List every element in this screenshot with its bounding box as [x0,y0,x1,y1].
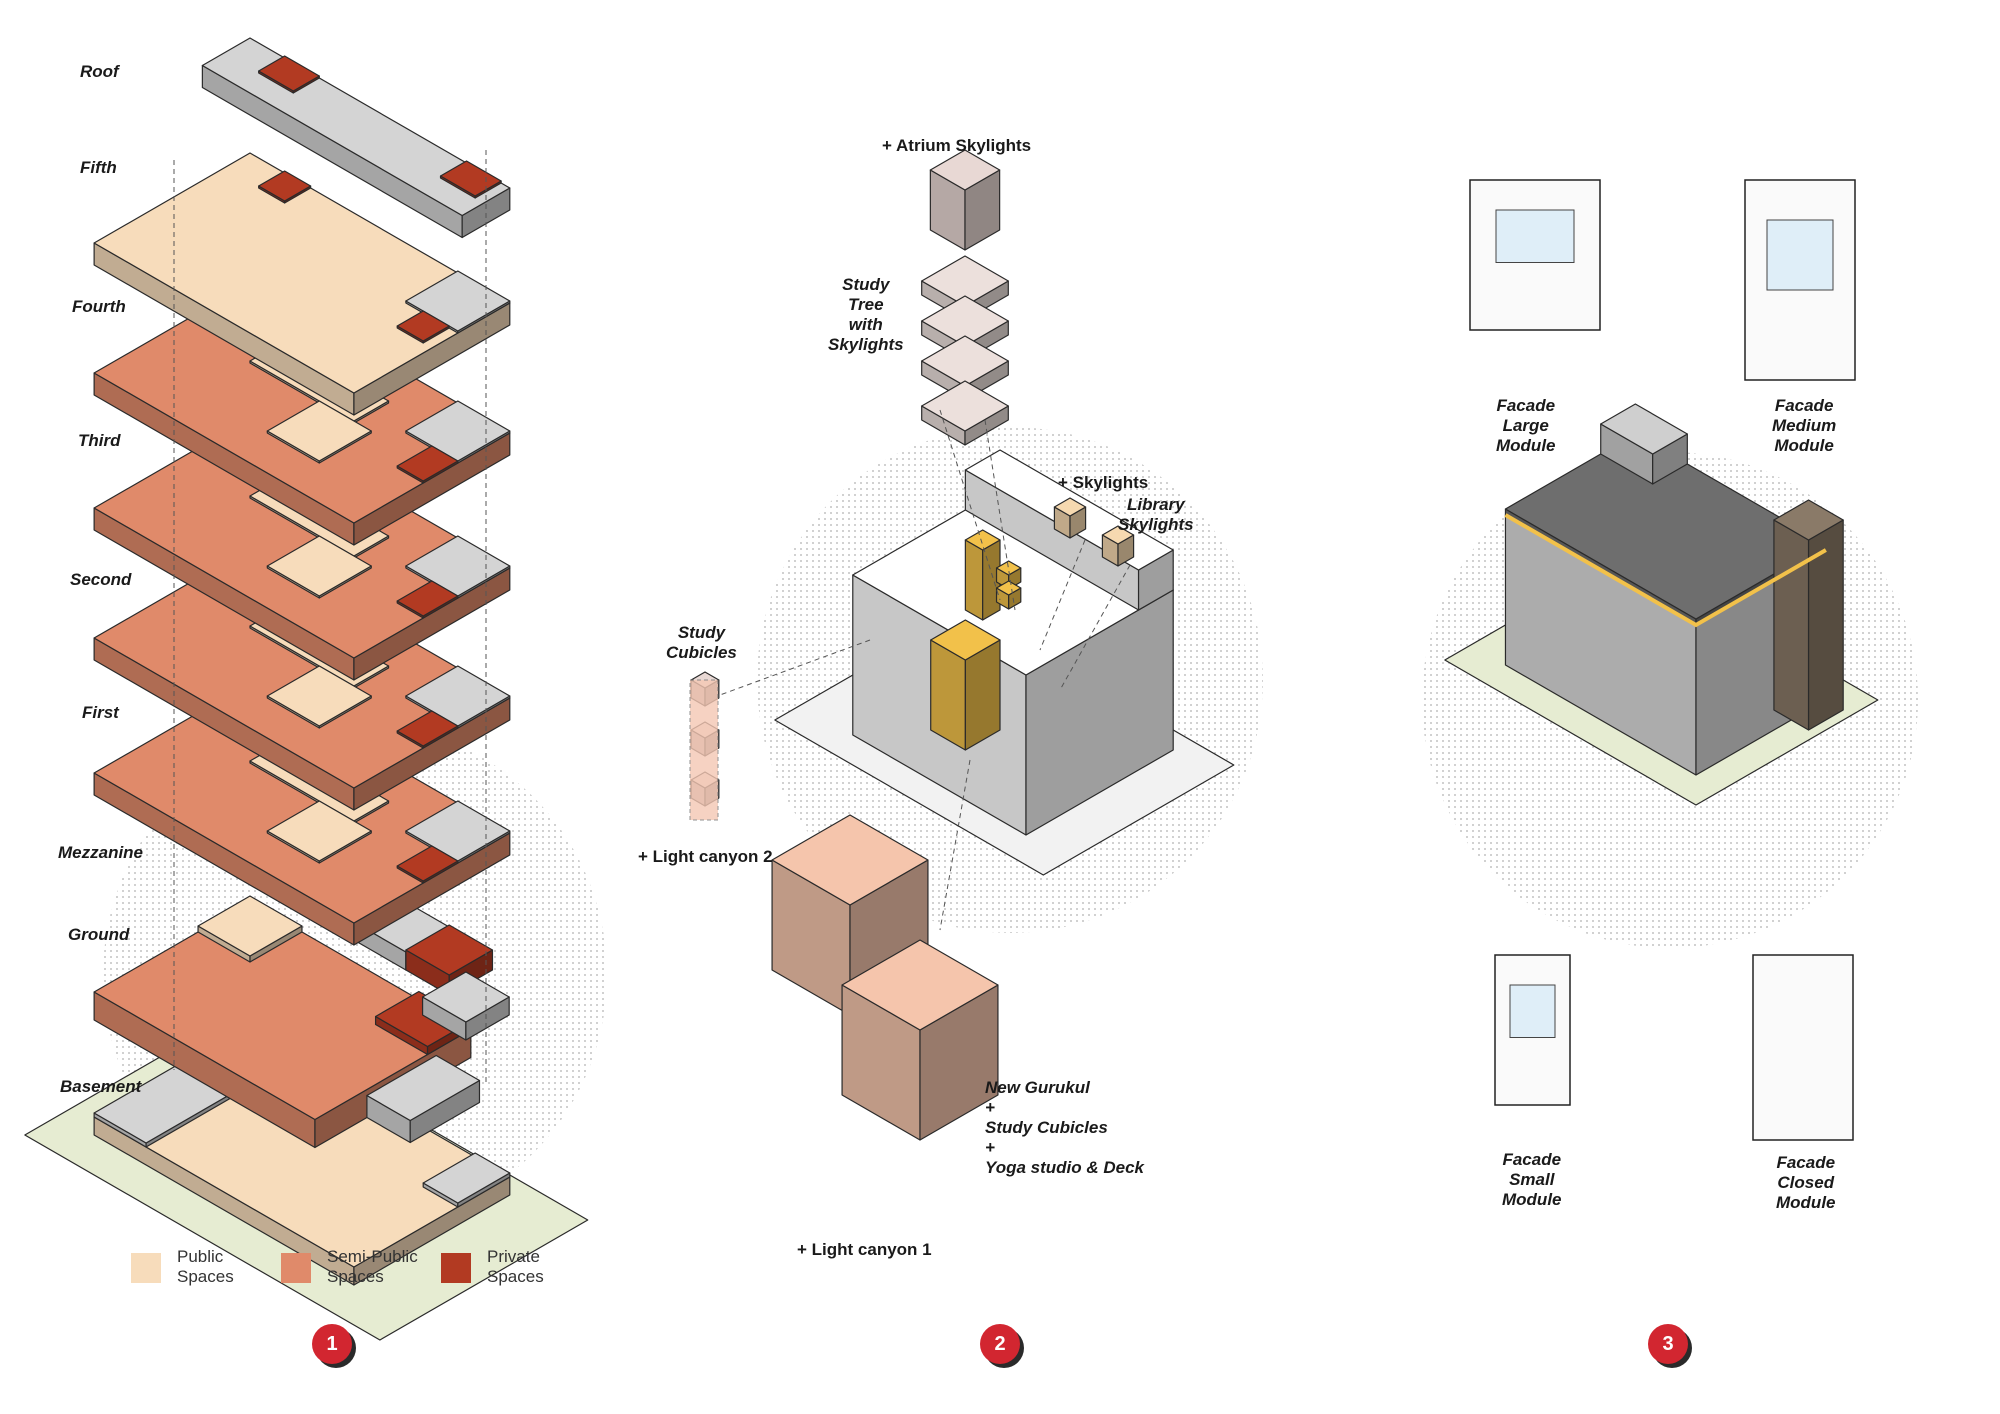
floor-second-priv-b-top [396,710,459,747]
p2-skylight-float-a-top [1053,497,1087,517]
p2-guide-0 [939,409,1001,601]
label-facade-closed: Facade Closed Module [1776,1153,1836,1212]
p2-canyon-lower-top [841,939,999,1031]
floor-fourth-priv-b-top [396,445,459,482]
floor-roof-priv-a-top [258,55,320,92]
label-atrium-skylights: + Atrium Skylights [882,136,1032,155]
p2-guide-5 [939,759,971,931]
label-study-tree: Study Tree with Skylights [828,275,904,354]
p2-void-a-top [964,529,1001,551]
floor-basement-core2-top [422,1152,511,1204]
floor-ground-top [93,901,472,1121]
floor-third-pub-b-top [266,535,372,597]
floor-mezzanine-stair-top [421,971,510,1023]
panel-2-light-study [689,149,1235,1141]
legend-swatch-public [131,1253,161,1283]
p3-stair-core-top [1773,499,1844,541]
floor-label-second: Second [70,570,132,589]
p3-module-closed [1752,954,1854,1141]
label-new-gurukul: New Gurukul + Study Cubicles + Yoga stud… [985,1078,1145,1177]
floor-label-first: First [82,703,119,722]
p2-skylight-float-b-top [1101,525,1135,545]
p3-roof-top [1504,433,1827,620]
floor-label-ground: Ground [68,925,130,944]
p3-module-large-window [1495,209,1575,263]
label-facade-large: Facade Large Module [1496,396,1556,455]
p2-guide-3 [1059,564,1131,691]
label-facade-small: Facade Small Module [1502,1150,1562,1209]
floor-ground-pub-top [197,895,303,957]
p3-yellow-band [1504,513,1827,628]
p2-study-tree-level-3-top [921,380,1009,432]
panel-3-facade [1444,179,1879,1141]
panel-1-floor-stack [24,37,589,1341]
floor-third-priv-b-top [396,580,459,617]
p3-stair-core-side-left [1773,519,1810,731]
floor-ground-core-top [366,1054,481,1122]
legend-label-semi-public: Semi-Public Spaces [327,1247,418,1286]
floor-second-pub-b-top [266,665,372,727]
p3-module-small-window [1509,984,1556,1038]
legend-label-public: Public Spaces [177,1247,234,1286]
badge-2: 2 [980,1324,1020,1364]
floor-label-fifth: Fifth [80,158,117,177]
floor-label-third: Third [78,431,121,450]
floor-fourth-pub-b-top [266,400,372,462]
p2-void-b-top [930,619,1001,661]
badge-1: 1 [312,1324,352,1364]
label-light-canyon-2: + Light canyon 2 [638,847,773,866]
label-library-skylights: Library Skylights [1118,495,1194,534]
p2-light-canyon-2 [689,679,719,821]
floor-fifth-core-top [405,270,511,332]
floor-label-basement: Basement [60,1077,142,1096]
p2-skylight-a-top [995,560,1022,576]
p3-module-medium-window [1766,219,1834,291]
floor-label-fourth: Fourth [72,297,126,316]
label-light-canyon-1: + Light canyon 1 [797,1240,932,1259]
floor-fifth-priv-b-top [396,310,450,342]
floor-label-roof: Roof [80,62,119,81]
legend-swatch-semi-public [281,1253,311,1283]
p2-void-a-side-left [964,539,984,621]
badge-3: 3 [1648,1324,1688,1364]
legend-label-private: Private Spaces [487,1247,544,1286]
legend-swatch-private [441,1253,471,1283]
floor-label-mezzanine: Mezzanine [58,843,144,862]
p2-skylight-b-top [995,580,1022,596]
p2-atrium-tower-top [929,149,1001,191]
label-study-cubicles: Study Cubicles [666,623,737,662]
label-skylights: + Skylights [1058,473,1149,492]
floor-mezzanine-priv-top [405,924,494,976]
floor-first-pub-b-top [266,800,372,862]
p3-rooftop-box-top [1600,403,1688,455]
floor-fifth-priv-a-top [258,170,312,202]
p2-guide-2 [1039,539,1086,651]
floor-first-priv-b-top [396,845,459,882]
label-facade-medium: Facade Medium Module [1772,396,1837,455]
p2-canyon-upper-top [771,814,929,906]
